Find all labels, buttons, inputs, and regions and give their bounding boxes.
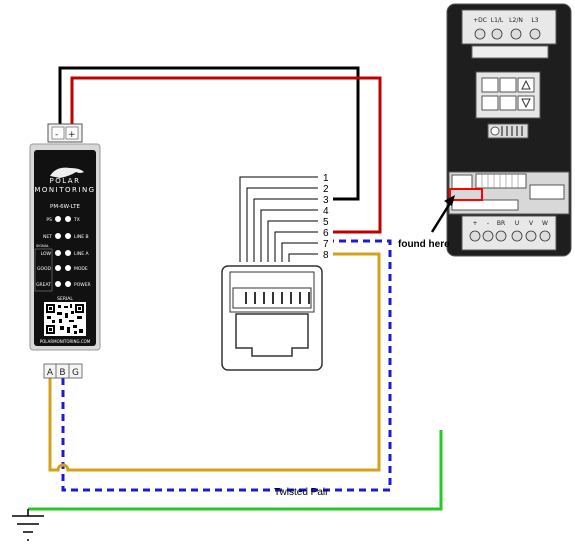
bottom-terminal-label: BR bbox=[497, 220, 505, 227]
serial-label: SERIAL bbox=[57, 296, 73, 302]
navigate-button-icon bbox=[499, 77, 517, 93]
earth-ground-icon bbox=[12, 509, 44, 541]
terminal-g-label: G bbox=[72, 368, 79, 378]
pointer-arrow-icon bbox=[430, 199, 454, 233]
arrowhead-icon bbox=[444, 195, 455, 206]
twisted-pair-label: Twisted Pair bbox=[274, 487, 329, 498]
pin-label: 5 bbox=[323, 217, 329, 228]
svg-text:LINE A: LINE A bbox=[74, 251, 89, 257]
bottom-terminal-label: U bbox=[515, 220, 519, 227]
svg-text:PS: PS bbox=[46, 217, 52, 223]
pin-label: 3 bbox=[323, 195, 329, 206]
bottom-terminal-label: - bbox=[487, 220, 489, 227]
led-row: LOW LINE A bbox=[41, 250, 89, 257]
rj45-pin-labels: 1 2 3 4 5 6 7 8 bbox=[323, 173, 329, 261]
led-row: NET LINE B bbox=[43, 233, 89, 240]
rj45-pin-leads bbox=[239, 176, 318, 262]
stop-button-icon bbox=[481, 95, 499, 111]
svg-text:GREAT: GREAT bbox=[36, 282, 51, 288]
top-terminal-label: L3 bbox=[531, 17, 538, 24]
signal-label: SIGNAL bbox=[36, 244, 49, 248]
terminal-negative-label: - bbox=[55, 130, 58, 140]
ground-wire bbox=[28, 430, 443, 511]
rj45-port-highlight bbox=[449, 188, 483, 201]
svg-text:POWER: POWER bbox=[74, 282, 91, 288]
model-label: PM-6W-LTE bbox=[50, 204, 80, 210]
rs485-a-wire bbox=[61, 239, 392, 492]
vent-icon bbox=[487, 123, 529, 139]
start-button-icon bbox=[481, 77, 499, 93]
svg-text:NET: NET bbox=[43, 234, 52, 240]
led-row: PS TX bbox=[46, 216, 80, 223]
svg-text:GOOD: GOOD bbox=[37, 266, 52, 272]
rj45-port-icon bbox=[451, 174, 473, 190]
bottom-terminal-label: V bbox=[529, 220, 534, 227]
bottom-terminal-label: W bbox=[542, 220, 548, 227]
pin-label: 2 bbox=[323, 184, 329, 195]
svg-text:LOW: LOW bbox=[41, 251, 52, 257]
qr-code-icon bbox=[44, 302, 86, 336]
terminal-b-label: B bbox=[59, 368, 65, 378]
pin-label: 8 bbox=[323, 250, 329, 261]
led-row: GREAT POWER bbox=[36, 281, 91, 288]
terminal-a-label: A bbox=[47, 368, 54, 378]
top-terminal-label: +DC bbox=[473, 17, 487, 24]
reset-button-icon bbox=[499, 95, 517, 111]
led-row: GOOD MODE bbox=[37, 265, 88, 272]
pin-label: 7 bbox=[323, 239, 329, 250]
polar-monitoring-device: - + POLAR MONITORING PM-6W-LTE PS TX NET… bbox=[29, 123, 101, 379]
negative-power-wire bbox=[58, 66, 360, 201]
rj45-jack-icon bbox=[221, 265, 323, 371]
top-terminal-label: L1/L bbox=[491, 17, 504, 24]
found-here-label: found here bbox=[398, 239, 450, 250]
positive-power-wire bbox=[70, 76, 382, 234]
top-terminal-label: L2/N bbox=[509, 17, 523, 24]
polar-bear-logo-icon bbox=[50, 167, 84, 178]
rs485-b-wire bbox=[48, 252, 381, 472]
bottom-terminal-label: + bbox=[472, 220, 477, 227]
website-label: POLARMONITORING.COM bbox=[40, 339, 91, 344]
svg-text:LINE B: LINE B bbox=[74, 234, 89, 240]
svg-text:TX: TX bbox=[73, 217, 80, 223]
brand-line2: MONITORING bbox=[34, 186, 95, 194]
svg-text:MODE: MODE bbox=[74, 266, 88, 272]
pin-label: 6 bbox=[323, 228, 329, 239]
variable-frequency-drive: +DC L1/L L2/N L3 bbox=[446, 3, 572, 257]
brand-line1: POLAR bbox=[50, 177, 81, 185]
pin-label: 1 bbox=[323, 173, 329, 184]
terminal-positive-label: + bbox=[68, 130, 76, 140]
pin-label: 4 bbox=[323, 206, 329, 217]
